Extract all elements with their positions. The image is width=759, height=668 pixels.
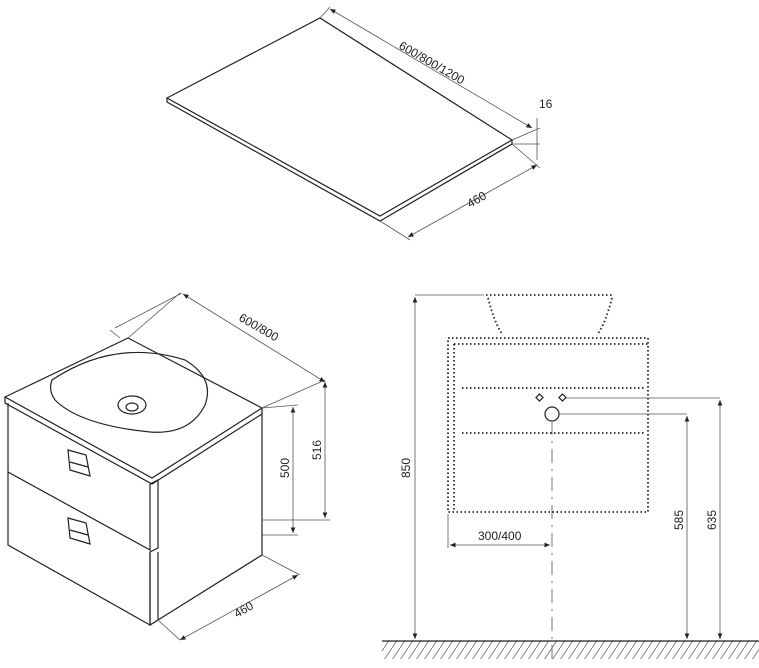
- drain-icon: [544, 406, 560, 422]
- drain-height-label: 585: [672, 510, 686, 530]
- countertop-length-label: 600/800/1200: [397, 38, 468, 87]
- drawer-handle-icon: [67, 517, 91, 545]
- cabinet-total-height-label: 516: [310, 440, 324, 460]
- supply-height-label: 635: [705, 510, 719, 530]
- countertop-drawing: 600/800/1200 16 460: [165, 6, 553, 241]
- front-view-drawing: 850 300/400 585 635: [382, 294, 759, 660]
- countertop-depth-label: 460: [465, 188, 490, 210]
- cabinet-height-label: 500: [278, 458, 292, 478]
- drain-offset-label: 300/400: [478, 529, 522, 543]
- total-height-label: 850: [399, 458, 413, 478]
- countertop-thickness-label: 16: [539, 97, 553, 111]
- cabinet-iso-drawing: 600/800 500 516 460: [3, 292, 330, 641]
- water-supply-icon: [558, 393, 567, 402]
- cabinet-depth-label: 460: [232, 598, 257, 620]
- water-supply-icon: [535, 393, 544, 402]
- drawer-handle-icon: [67, 449, 91, 477]
- cabinet-width-label: 600/800: [237, 310, 282, 344]
